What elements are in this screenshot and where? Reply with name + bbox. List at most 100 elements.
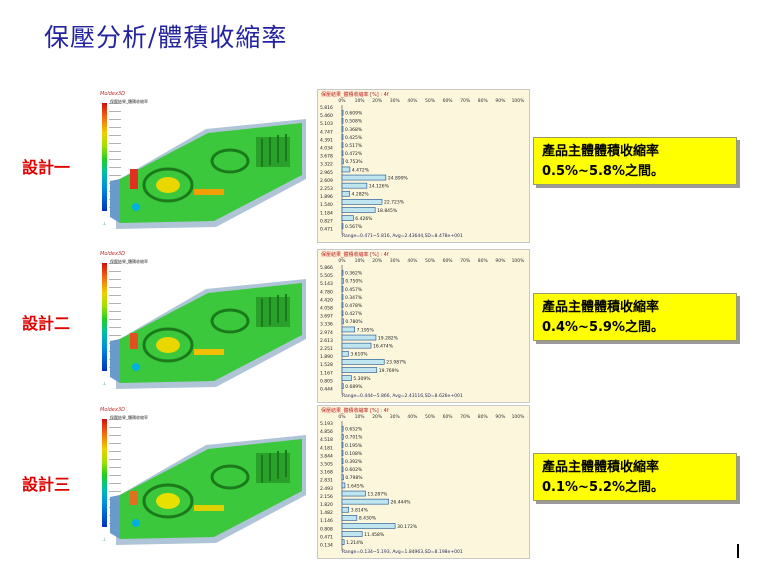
color-legend-bar — [102, 419, 107, 527]
histogram-bar — [341, 515, 358, 521]
histogram-bar — [341, 425, 344, 432]
bar-value-label: 13.287% — [367, 491, 388, 497]
bin-edge-label: 4.420 — [320, 297, 333, 303]
histogram-bar — [341, 350, 349, 357]
design-label-2: 設計二 — [22, 314, 71, 333]
axis-tick-label: 30% — [390, 414, 401, 420]
bar-value-label: 0.701% — [345, 435, 363, 441]
histogram-bar — [341, 142, 344, 148]
bin-edge-label: 3.505 — [320, 462, 333, 468]
bar-value-label: 0.609% — [345, 111, 363, 117]
bin-edge-label: 5.460 — [320, 113, 333, 119]
histogram-panel-3: 保壓結果_體積收縮率 [%] : 4f 0%10%20%30%40%50%60%… — [317, 405, 530, 559]
sim-subtitle: 保壓結果_體積收縮率 — [110, 415, 148, 420]
histogram-bar — [341, 458, 344, 464]
axes-triad-icon: ⊥ — [102, 537, 107, 543]
histogram-bar — [341, 326, 355, 333]
histogram-bar — [341, 109, 344, 116]
summary-line-2: 0.5%~5.8%之間。 — [542, 164, 665, 179]
axis-tick-label: 10% — [355, 98, 366, 104]
bin-edge-label: 2.253 — [320, 186, 333, 192]
histogram-title: 保壓結果_體積收縮率 [%] : 4f — [321, 92, 389, 98]
histogram-bar — [341, 539, 345, 545]
bin-edge-label: 1.167 — [320, 370, 333, 376]
bar-value-label: 0.347% — [345, 295, 363, 301]
summary-box-3: 產品主體體積收縮率 0.1%~5.2%之間。 — [533, 453, 737, 501]
histogram-chart: 0%10%20%30%40%50%60%70%80%90%100%5.8165.… — [320, 98, 525, 235]
bar-value-label: 0.457% — [345, 287, 363, 293]
bin-edge-label: 0.471 — [320, 227, 333, 233]
histogram-stats: Range=0.471~5.816, Avg=2.43644,SD=8.478e… — [342, 234, 463, 239]
bar-value-label: 7.195% — [357, 327, 375, 333]
bar-value-label: 0.750% — [345, 279, 363, 285]
bin-edge-label: 3.168 — [320, 470, 333, 476]
bar-value-label: 24.899% — [388, 175, 409, 181]
bin-edge-label: 1.540 — [320, 202, 333, 208]
bin-edge-label: 5.143 — [320, 281, 333, 287]
bin-edge-label: 1.146 — [320, 518, 333, 524]
bin-edge-label: 0.827 — [320, 218, 333, 224]
simulation-image-2: Moldex3D 保壓結果_體積收縮率 ⊥ — [96, 249, 310, 401]
histogram-bar — [341, 310, 344, 317]
histogram-bar — [341, 134, 344, 140]
bar-value-label: 0.425% — [345, 135, 363, 141]
bar-value-label: 26.444% — [391, 499, 412, 505]
bar-value-label: 5.309% — [353, 376, 371, 382]
axis-tick-label: 60% — [443, 98, 454, 104]
bin-edge-label: 3.678 — [320, 154, 333, 160]
design-label-3: 設計三 — [22, 475, 71, 494]
histogram-bar — [341, 302, 344, 308]
bar-value-label: 14.126% — [369, 183, 390, 189]
histogram-stats: Range=0.444~5.866, Avg=2.43116,SD=8.626e… — [342, 394, 463, 399]
histogram-panel-1: 保壓結果_體積收縮率 [%] : 4f 0%10%20%30%40%50%60%… — [317, 89, 530, 243]
bar-value-label: 0.602% — [345, 467, 363, 473]
summary-line-1: 產品主體體積收縮率 — [542, 300, 660, 315]
summary-line-1: 產品主體體積收縮率 — [542, 144, 660, 159]
bin-edge-label: 4.780 — [320, 289, 333, 295]
axis-tick-label: 10% — [355, 414, 366, 420]
bin-edge-label: 3.322 — [320, 162, 333, 168]
bin-edge-label: 2.974 — [320, 330, 333, 336]
part-model-render — [110, 119, 306, 229]
bar-value-label: 0.478% — [345, 303, 363, 309]
bin-edge-label: 1.528 — [320, 362, 333, 368]
bar-value-label: 3.610% — [350, 352, 368, 358]
bar-value-label: 0.567% — [345, 224, 363, 230]
bin-edge-label: 0.808 — [320, 526, 333, 532]
axis-tick-label: 40% — [407, 98, 418, 104]
bin-edge-label: 5.866 — [320, 265, 333, 271]
axis-tick-label: 40% — [407, 258, 418, 264]
color-legend-bar — [102, 103, 107, 211]
bin-edge-label: 2.613 — [320, 338, 333, 344]
bar-value-label: 0.652% — [345, 427, 363, 433]
bin-edge-label: 2.493 — [320, 486, 333, 492]
sim-brand: Moldex3D — [100, 251, 126, 257]
bar-value-label: 19.769% — [379, 368, 400, 374]
histogram-bar — [341, 531, 363, 537]
bar-value-label: 3.814% — [351, 508, 369, 514]
summary-box-2: 產品主體體積收縮率 0.4%~5.9%之間。 — [533, 293, 737, 341]
histogram-chart: 0%10%20%30%40%50%60%70%80%90%100%5.8665.… — [320, 258, 525, 395]
histogram-bar — [341, 375, 352, 381]
histogram-bar — [341, 318, 344, 325]
bar-value-label: 0.798% — [345, 475, 363, 481]
bin-edge-label: 0.444 — [320, 387, 333, 393]
axes-triad-icon: ⊥ — [102, 221, 107, 227]
histogram-bar — [341, 166, 351, 173]
bin-edge-label: 5.816 — [320, 105, 333, 111]
axis-tick-label: 50% — [425, 98, 436, 104]
bar-value-label: 0.368% — [345, 127, 363, 133]
bar-value-label: 16.474% — [373, 343, 394, 349]
axis-tick-label: 80% — [478, 414, 489, 420]
color-legend-bar — [102, 263, 107, 371]
histogram-chart: 0%10%20%30%40%50%60%70%80%90%100%5.1934.… — [320, 414, 525, 551]
bin-edge-label: 4.747 — [320, 129, 333, 135]
histogram-bar — [341, 474, 344, 481]
bar-value-label: 0.427% — [345, 311, 363, 317]
histogram-bar — [341, 150, 344, 157]
axis-tick-label: 90% — [495, 258, 506, 264]
bin-edge-label: 0.805 — [320, 378, 333, 384]
bar-value-label: 0.780% — [345, 319, 363, 325]
axis-tick-label: 0% — [338, 258, 346, 264]
bar-value-label: 1.645% — [347, 483, 365, 489]
